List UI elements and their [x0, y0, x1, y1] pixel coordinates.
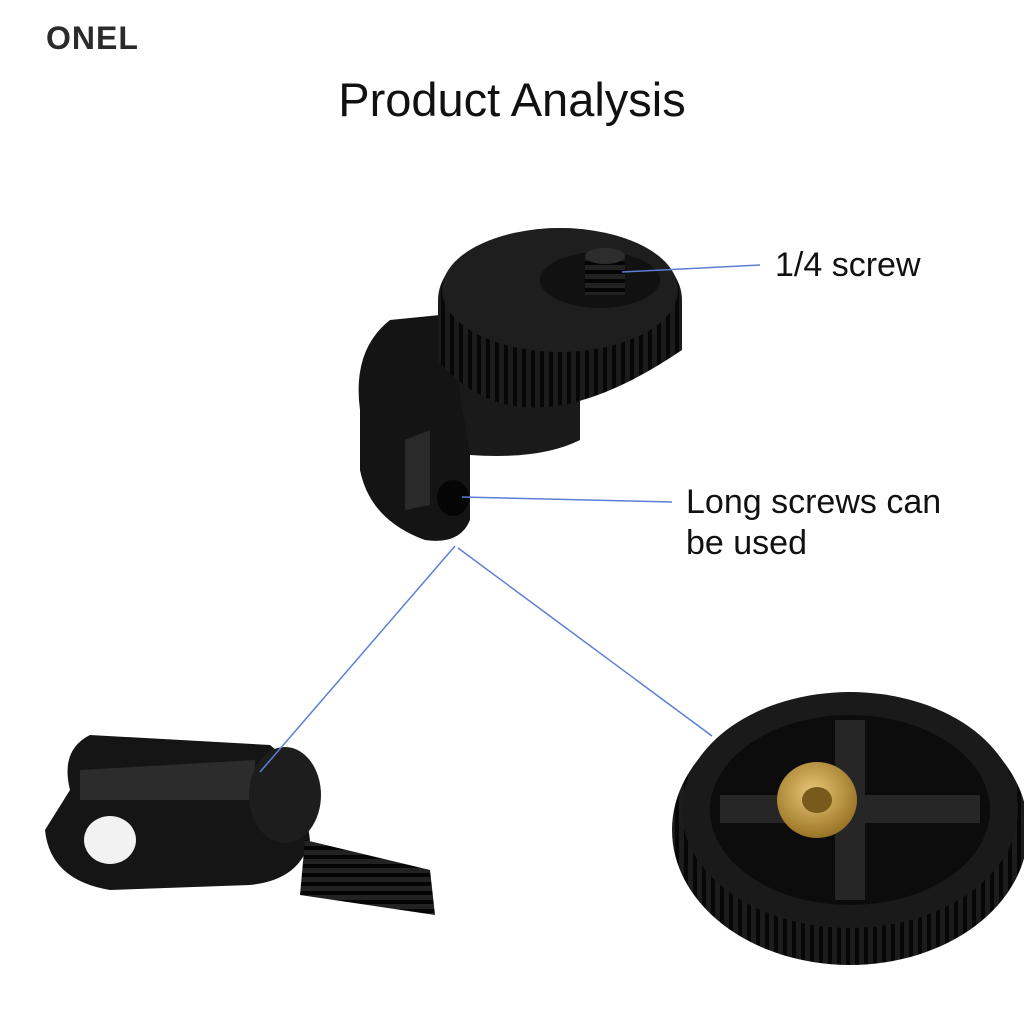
mount-screw-part [45, 735, 435, 915]
callout-screw-label: 1/4 screw [775, 246, 921, 284]
knurled-nut-part [672, 692, 1024, 965]
page-title: Product Analysis [338, 73, 686, 126]
callout-long-screws-line2: be used [686, 524, 807, 562]
callout-long-screws-line1: Long screws can [686, 483, 942, 521]
brand-logo: ONEL [46, 20, 139, 56]
leader-lines [259, 264, 761, 773]
assembled-adapter [358, 228, 682, 541]
callout-long-screws-label: Long screws can be used [686, 482, 941, 564]
